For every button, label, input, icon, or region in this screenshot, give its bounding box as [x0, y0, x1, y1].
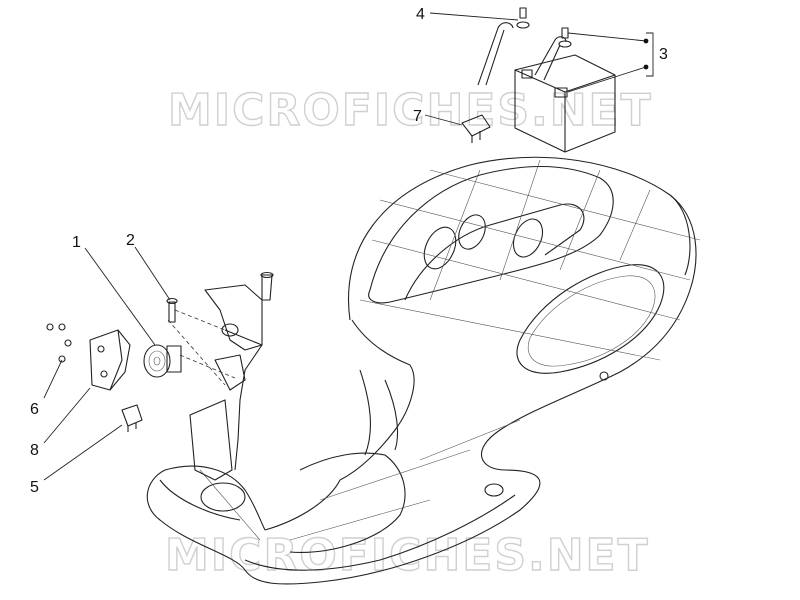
leader-lines: [43, 12, 654, 481]
callout-4: 4: [416, 6, 425, 23]
scooter-body: [146, 156, 701, 585]
callout-2: 2: [126, 232, 135, 249]
callout-5: 5: [30, 479, 39, 496]
battery: [477, 22, 616, 153]
front-frame: [167, 271, 274, 481]
callout-8: 8: [30, 442, 39, 459]
callout-6: 6: [30, 401, 39, 418]
callout-1: 1: [72, 234, 81, 251]
watermark-bottom: MICROFICHES.NET: [165, 530, 650, 581]
callout-7: 7: [413, 108, 422, 125]
callout-3: 3: [659, 46, 668, 63]
watermark-top: MICROFICHES.NET: [168, 85, 653, 136]
small-parts: [46, 7, 572, 432]
